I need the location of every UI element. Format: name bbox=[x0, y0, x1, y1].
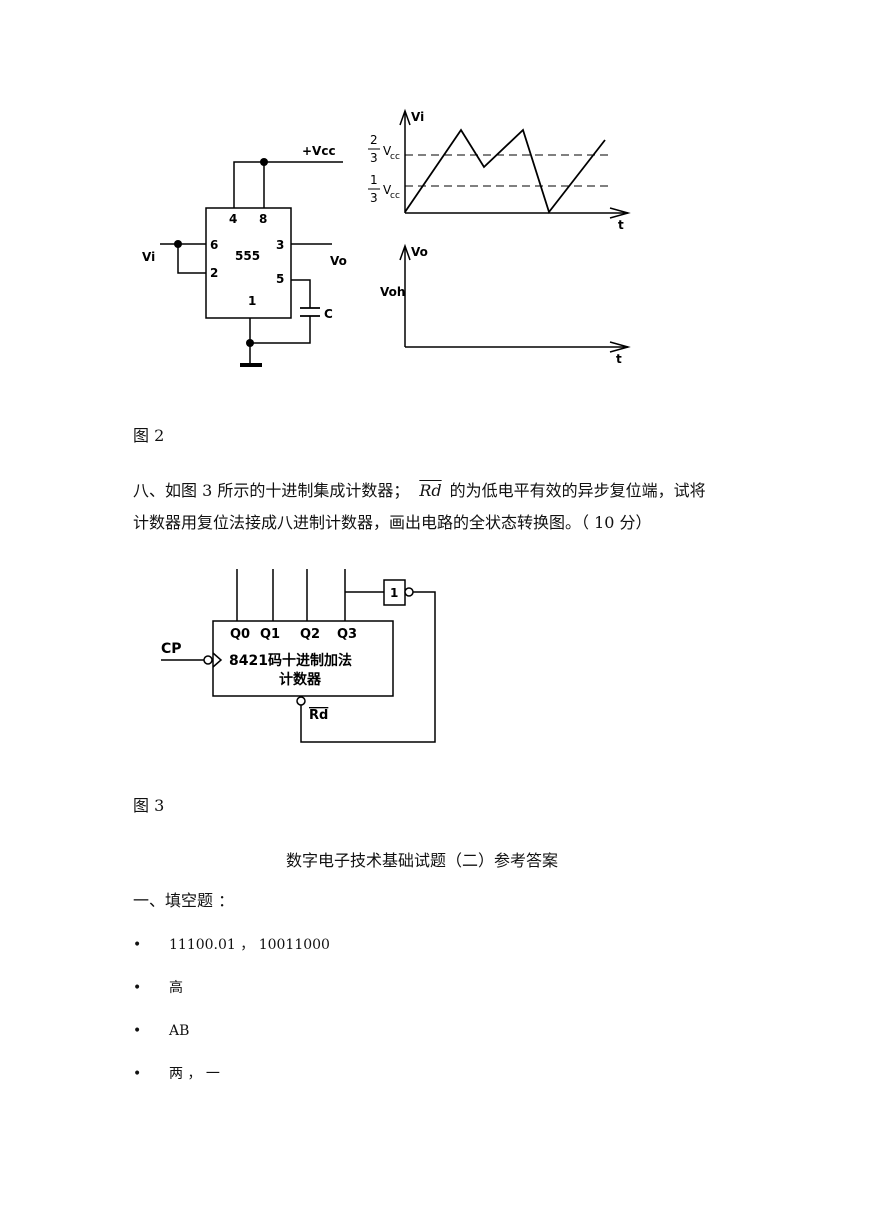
list-item: • AB bbox=[133, 1020, 189, 1042]
vcc-upper-sub: cc bbox=[390, 152, 400, 162]
answer-item-3: AB bbox=[169, 1023, 190, 1039]
bullet-dot: • bbox=[133, 980, 142, 996]
vi-x-arrow bbox=[609, 207, 631, 219]
rd-bubble bbox=[296, 696, 306, 706]
vcc-lower-sub: cc bbox=[390, 191, 400, 201]
fig3-caption: 图 3 bbox=[133, 796, 165, 815]
vo-t-label: t bbox=[616, 352, 622, 366]
fig2-vo-axes: Vo Voh t bbox=[380, 243, 631, 366]
frac-den-2: 3 bbox=[370, 191, 378, 205]
bullet-dot: • bbox=[133, 1023, 142, 1039]
bullet-dot: • bbox=[133, 1066, 142, 1082]
cp-label: CP bbox=[161, 641, 182, 657]
q1-label: Q1 bbox=[260, 627, 280, 642]
pin8-label: 8 bbox=[259, 212, 267, 226]
fig3-counter-diagram: CP Q0 Q1 Q2 Q3 1 8421码十进制加法 计数器 Rd bbox=[161, 569, 436, 743]
question8-line1: 八、如图 3 所示的十进制集成计数器； Rd 的为低电平有效的异步复位端，试将 bbox=[133, 480, 706, 502]
ground-symbol bbox=[240, 363, 262, 367]
question8-line2: 计数器用复位法接成八进制计数器，画出电路的全状态转换图。（ 10 分） bbox=[133, 513, 652, 532]
pin5-label: 5 bbox=[276, 272, 284, 286]
frac-num-1: 1 bbox=[370, 173, 378, 187]
vi-signal bbox=[404, 128, 606, 214]
counter-label-1: 8421码十进制加法 bbox=[229, 652, 352, 669]
answer-item-2: 高 bbox=[169, 980, 183, 996]
vi-label: Vi bbox=[142, 250, 155, 264]
pin2-label: 2 bbox=[210, 266, 218, 280]
vcc-wire bbox=[233, 161, 343, 208]
q2-label: Q2 bbox=[300, 627, 320, 642]
cap-label: C bbox=[324, 307, 333, 321]
q0-label: Q0 bbox=[230, 627, 250, 642]
question8-line1-pre: 八、如图 3 所示的十进制集成计数器； bbox=[133, 481, 410, 500]
frac-num-2: 2 bbox=[370, 133, 378, 147]
ground-junction bbox=[246, 339, 254, 347]
vi-y-arrow bbox=[399, 108, 411, 126]
pin6-label: 6 bbox=[210, 238, 218, 252]
vo-label: Vo bbox=[330, 254, 347, 268]
cp-bubble bbox=[203, 655, 213, 665]
pin3-label: 3 bbox=[276, 238, 284, 252]
rd-symbol: Rd bbox=[419, 481, 442, 500]
vcc-label: +Vcc bbox=[302, 144, 336, 158]
pin4-label: 4 bbox=[229, 212, 237, 226]
clock-triangle bbox=[212, 652, 223, 668]
frac-den-1: 3 bbox=[370, 151, 378, 165]
chip-label: 555 bbox=[235, 249, 260, 263]
vcc-upper: V bbox=[383, 144, 392, 158]
fig2-vi-waveform: Vi t 2 3 V cc 1 3 V cc bbox=[368, 108, 631, 232]
question8-line1-post: 的为低电平有效的异步复位端，试将 bbox=[449, 481, 706, 500]
answer-item-1: 11100.01 ， 10011000 bbox=[169, 937, 330, 953]
q3-label: Q3 bbox=[337, 627, 357, 642]
rd-label: Rd bbox=[309, 708, 328, 723]
chip-555-body bbox=[205, 207, 292, 319]
list-item: • 11100.01 ， 10011000 bbox=[133, 934, 330, 956]
voh-label: Voh bbox=[380, 285, 405, 299]
gate-label: 1 bbox=[390, 586, 398, 600]
answer-title: 数字电子技术基础试题（二）参考答案 bbox=[286, 851, 559, 870]
vcc-lower: V bbox=[383, 183, 392, 197]
vo-axis-label: Vo bbox=[411, 245, 428, 259]
bullet-dot: • bbox=[133, 937, 142, 953]
pin1-label: 1 bbox=[248, 294, 256, 308]
counter-label-2: 计数器 bbox=[279, 671, 322, 688]
pin2-wire bbox=[177, 244, 206, 274]
list-item: • 两 ， 一 bbox=[133, 1063, 220, 1085]
vcc-junction bbox=[260, 158, 268, 166]
answer-section-heading: 一、填空题 ： bbox=[133, 891, 235, 910]
not-gate-bubble bbox=[404, 587, 414, 597]
vi-t-label: t bbox=[618, 218, 624, 232]
pin5-wire bbox=[291, 279, 311, 308]
list-item: •高 bbox=[133, 977, 183, 999]
vo-y-arrow bbox=[399, 243, 411, 261]
cap-ground-wire bbox=[250, 316, 311, 344]
answer-item-4: 两 ， 一 bbox=[169, 1066, 220, 1082]
vo-x-arrow bbox=[609, 341, 631, 353]
vi-axis-label: Vi bbox=[411, 110, 424, 124]
fig2-caption: 图 2 bbox=[133, 426, 165, 445]
fig2-circuit-diagram: +Vcc 4 8 6 2 555 3 5 1 Vi Vo C bbox=[142, 144, 347, 367]
feedback-wire bbox=[300, 591, 436, 743]
counter-body bbox=[212, 620, 394, 697]
